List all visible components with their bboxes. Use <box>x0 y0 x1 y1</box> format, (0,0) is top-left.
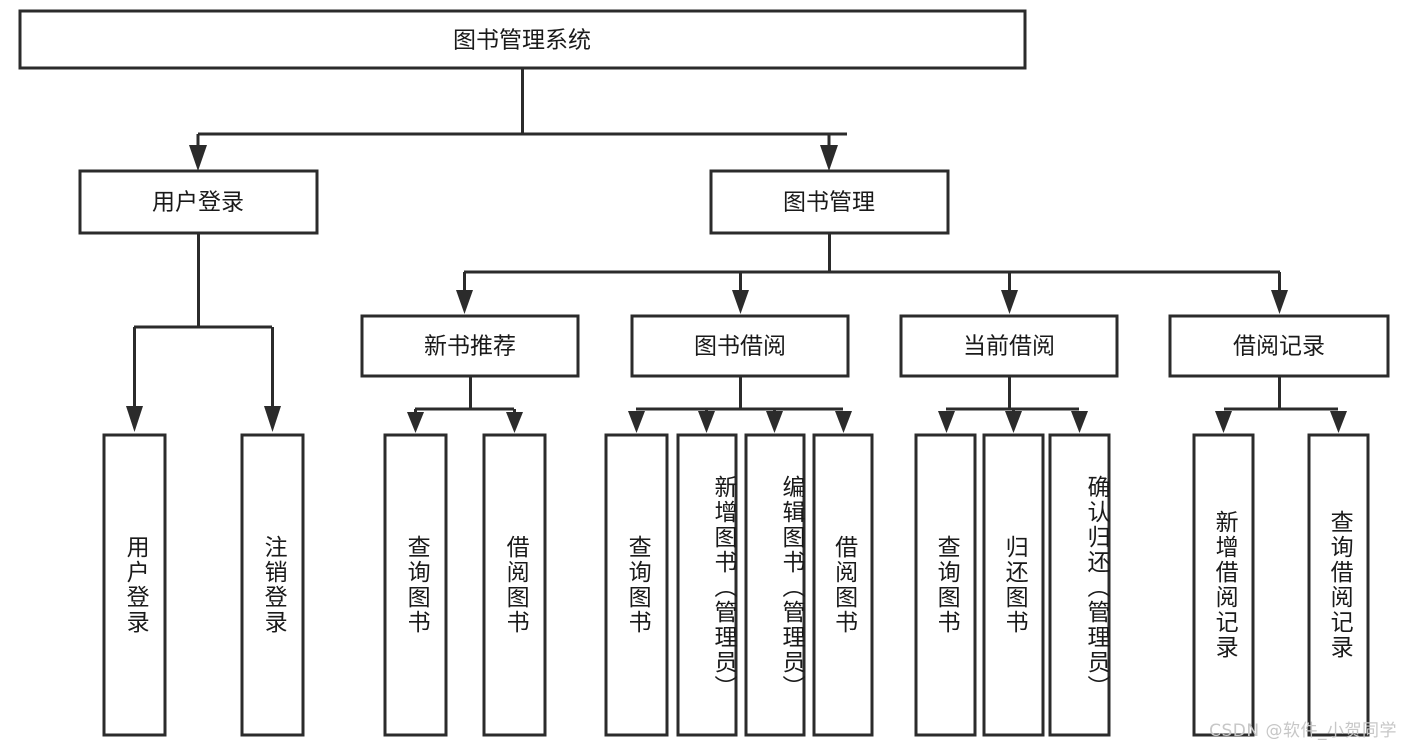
leaf-box-add-record[interactable] <box>1192 433 1255 737</box>
arrow-head-leaf-confirm-return <box>1071 411 1088 433</box>
book-manage-label: 图书管理 <box>783 190 875 216</box>
arrow-head-leaf-user-login <box>126 406 143 432</box>
book-borrow-box[interactable] <box>630 314 850 378</box>
leaf-box-query-book-cur[interactable] <box>914 433 977 737</box>
connector-group-root <box>189 68 847 171</box>
leaf-box-edit-book[interactable] <box>744 433 806 737</box>
borrow-record-label: 借阅记录 <box>1233 334 1325 360</box>
connector-group-new-book-rec <box>407 376 523 433</box>
book-borrow-label: 图书借阅 <box>694 334 786 360</box>
arrow-head-leaf-return-book <box>1005 411 1022 433</box>
user-login-label: 用户登录 <box>152 190 244 216</box>
arrow-head-user-login <box>189 145 207 171</box>
leaf-box-borrow-book[interactable] <box>812 433 874 737</box>
leaf-boxes <box>102 433 1370 737</box>
arrow-head-leaf-borrow-book-rec <box>506 412 523 433</box>
node-borrow-record[interactable]: 借阅记录 <box>1168 314 1390 378</box>
current-borrow-box[interactable] <box>899 314 1119 378</box>
arrow-head-leaf-edit-book <box>766 411 783 433</box>
arrow-head-leaf-query-record <box>1330 411 1347 433</box>
leaf-box-return-book[interactable] <box>982 433 1045 737</box>
leaf-box-query-book[interactable] <box>604 433 669 737</box>
leaf-box-logout[interactable] <box>240 433 305 737</box>
node-new-book-rec[interactable]: 新书推荐 <box>360 314 580 378</box>
arrow-head-current-borrow <box>1001 290 1018 314</box>
leaf-box-query-record[interactable] <box>1307 433 1370 737</box>
leaf-box-add-book[interactable] <box>676 433 738 737</box>
watermark-text: CSDN @软件_小贺同学 <box>1209 721 1397 741</box>
new-book-rec-label: 新书推荐 <box>424 334 516 360</box>
node-book-borrow[interactable]: 图书借阅 <box>630 314 850 378</box>
node-user-login[interactable]: 用户登录 <box>78 169 319 235</box>
arrow-head-new-book-rec <box>456 290 473 314</box>
arrow-head-leaf-query-book <box>628 411 645 433</box>
root-label: 图书管理系统 <box>453 28 591 54</box>
root-box[interactable] <box>18 9 1027 70</box>
node-current-borrow[interactable]: 当前借阅 <box>899 314 1119 378</box>
connector-group-book-manage <box>456 233 1288 314</box>
connector-group-current-borrow <box>938 376 1088 433</box>
user-login-box[interactable] <box>78 169 319 235</box>
leaf-box-query-book-rec[interactable] <box>383 433 448 737</box>
arrow-head-leaf-query-book-cur <box>938 411 955 433</box>
new-book-rec-box[interactable] <box>360 314 580 378</box>
connector-group-user-login <box>126 233 281 432</box>
arrow-head-borrow-record <box>1271 290 1288 314</box>
node-book-manage[interactable]: 图书管理 <box>709 169 950 235</box>
leaf-box-user-login[interactable] <box>102 433 167 737</box>
borrow-record-box[interactable] <box>1168 314 1390 378</box>
current-borrow-label: 当前借阅 <box>963 334 1055 360</box>
arrow-head-leaf-query-book-rec <box>407 412 424 433</box>
connector-group-borrow-record <box>1215 376 1347 433</box>
arrow-head-leaf-add-book <box>698 411 715 433</box>
leaf-box-confirm-return[interactable] <box>1048 433 1111 737</box>
arrow-head-leaf-add-record <box>1215 411 1232 433</box>
leaf-box-borrow-book-rec[interactable] <box>482 433 547 737</box>
book-manage-box[interactable] <box>709 169 950 235</box>
arrow-head-book-borrow <box>732 290 749 314</box>
arrow-head-leaf-logout <box>264 406 281 432</box>
connector-group-book-borrow <box>628 376 852 433</box>
arrow-head-book-manage <box>820 145 838 171</box>
arrow-head-leaf-borrow-book <box>835 411 852 433</box>
node-root[interactable]: 图书管理系统 <box>18 9 1027 70</box>
